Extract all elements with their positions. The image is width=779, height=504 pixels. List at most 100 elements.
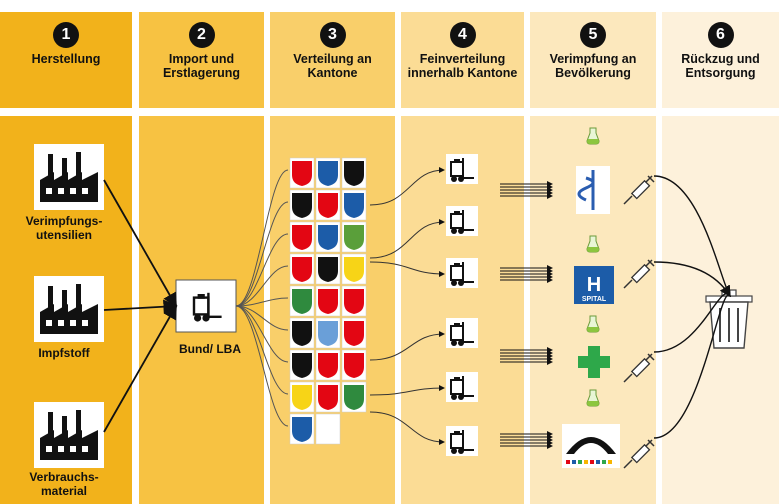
step-title: Verteilung an Kantone (293, 52, 372, 80)
canton-shield-icon (318, 353, 338, 378)
canton-shield-icon (344, 193, 364, 218)
canton-shield-icon (292, 225, 312, 250)
forklift-icon (445, 153, 479, 185)
canton-shield-icon (344, 321, 364, 346)
canton-shield-icon (344, 257, 364, 282)
step-number-badge: 3 (319, 22, 346, 48)
distribution-line (235, 305, 289, 427)
trash-bin-icon (705, 295, 753, 303)
hospital-letter: H (587, 274, 601, 296)
canton-shield-icon (344, 353, 364, 378)
canton-shield-icon (292, 257, 312, 282)
canton-shield-icon (318, 321, 338, 346)
factory-icon (34, 402, 104, 468)
canton-shield-icon (318, 257, 338, 282)
canton-shield-icon (318, 225, 338, 250)
distribution-line (235, 305, 289, 363)
flow-arrow (369, 331, 445, 361)
vaccination-center-icon (578, 460, 582, 464)
vaccination-center-icon (572, 460, 576, 464)
syringe-icon (623, 175, 655, 205)
canton-shield-icon (292, 321, 312, 346)
factory-label-impfstoff: Impfstoff (38, 346, 90, 360)
step-title: Rückzug und Entsorgung (681, 52, 760, 80)
vaccination-center-icon (574, 443, 608, 454)
forklift-icon (186, 286, 228, 326)
factory-label-verbrauchsmaterial: Verbrauchs-material (29, 470, 99, 498)
canton-shield-icon (318, 161, 338, 186)
vaccination-center-icon (590, 460, 594, 464)
distribution-line (235, 169, 289, 307)
flask-icon (586, 389, 600, 407)
vaccination-center-icon (596, 460, 600, 464)
syringe-icon (623, 353, 655, 383)
distribution-line (235, 201, 289, 307)
flow-arrow (369, 261, 445, 277)
flow-arrow (369, 411, 445, 445)
vaccination-center-icon (566, 460, 570, 464)
cross-icon (578, 346, 610, 378)
step-number-badge: 6 (707, 22, 734, 48)
step-number-badge: 2 (188, 22, 215, 48)
canton-shield-icon (292, 353, 312, 378)
canton-shield-icon (318, 289, 338, 314)
vaccination-center-icon (608, 460, 612, 464)
canton-shield-icon (344, 225, 364, 250)
step-number-badge: 5 (580, 22, 606, 48)
canton-shield-icon (344, 289, 364, 314)
canton-shield-icon (318, 417, 338, 442)
syringe-icon (623, 259, 655, 289)
flask-icon (586, 235, 600, 253)
flow-arrow (369, 219, 445, 259)
factory-label-utensilien: Verimpfungs-utensilien (25, 214, 103, 242)
distribution-line (235, 305, 289, 331)
flow-arrow (653, 175, 731, 298)
forklift-icon (445, 371, 479, 403)
step-number-badge: 4 (449, 22, 476, 48)
canton-shield-icon (318, 193, 338, 218)
step-title: Import und Erstlagerung (162, 52, 241, 80)
syringe-icon (623, 439, 655, 469)
canton-shield-icon (292, 385, 312, 410)
step-title: Verimpfung an Bevölkerung (549, 52, 637, 80)
canton-shield-icon (344, 161, 364, 186)
flow-arrow (369, 385, 445, 396)
flask-icon (586, 315, 600, 333)
step-title: Herstellung (31, 52, 101, 66)
canton-shield-icon (344, 385, 364, 410)
forklift-icon (445, 317, 479, 349)
flow-arrow (103, 299, 178, 314)
hub-label: Bund/ LBA (179, 342, 241, 356)
forklift-icon (445, 257, 479, 289)
vaccination-center-icon (584, 460, 588, 464)
flow-arrow (369, 167, 445, 206)
hospital-caption: SPITAL (582, 296, 607, 303)
factory-icon (34, 276, 104, 342)
vaccination-center-icon (602, 460, 606, 464)
flow-arrow (653, 284, 731, 439)
factory-icon (34, 144, 104, 210)
distribution-line (235, 265, 289, 307)
canton-shield-icon (318, 385, 338, 410)
canton-shield-icon (292, 193, 312, 218)
canton-shield-icon (292, 417, 312, 442)
forklift-icon (445, 205, 479, 237)
forklift-icon (445, 425, 479, 457)
canton-shield-icon (292, 161, 312, 186)
pharmacy-icon (577, 170, 595, 210)
distribution-line (235, 297, 289, 307)
flow-arrow (103, 179, 177, 308)
flow-arrow (103, 304, 177, 433)
hospital-icon (574, 266, 614, 304)
distribution-line (235, 305, 289, 395)
step-title: Feinverteilung innerhalb Kantone (407, 52, 518, 80)
distribution-line (235, 233, 289, 307)
canton-shield-icon (292, 289, 312, 314)
